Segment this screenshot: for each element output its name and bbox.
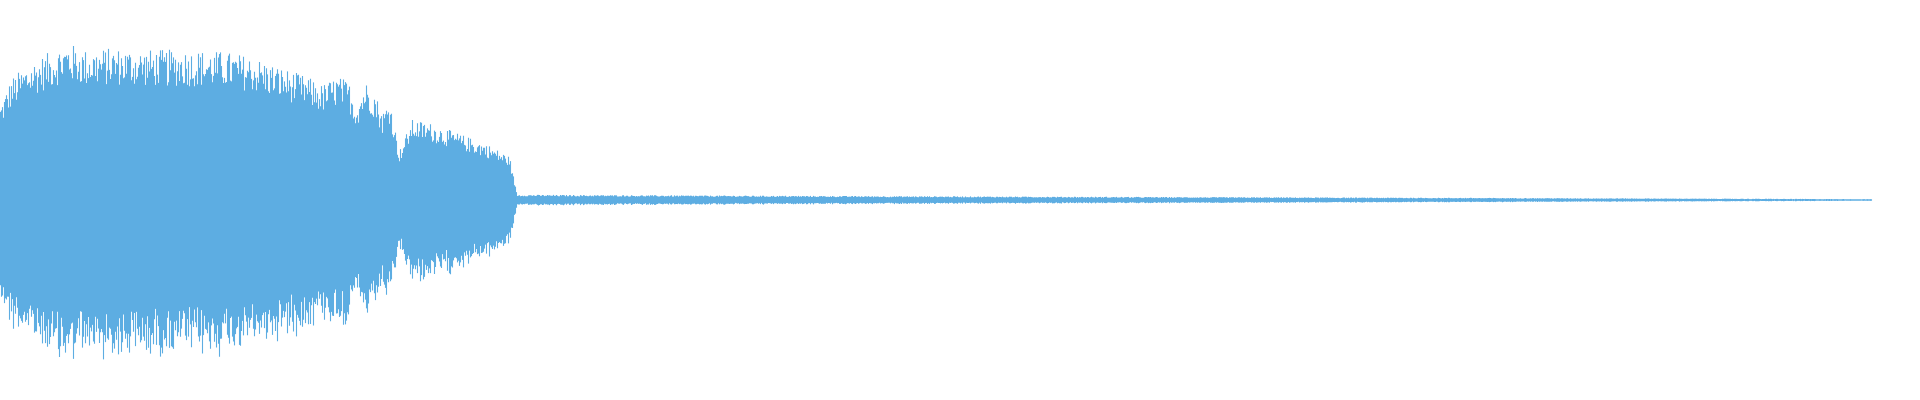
waveform-bars — [0, 46, 1873, 360]
waveform-signal — [0, 46, 1873, 360]
